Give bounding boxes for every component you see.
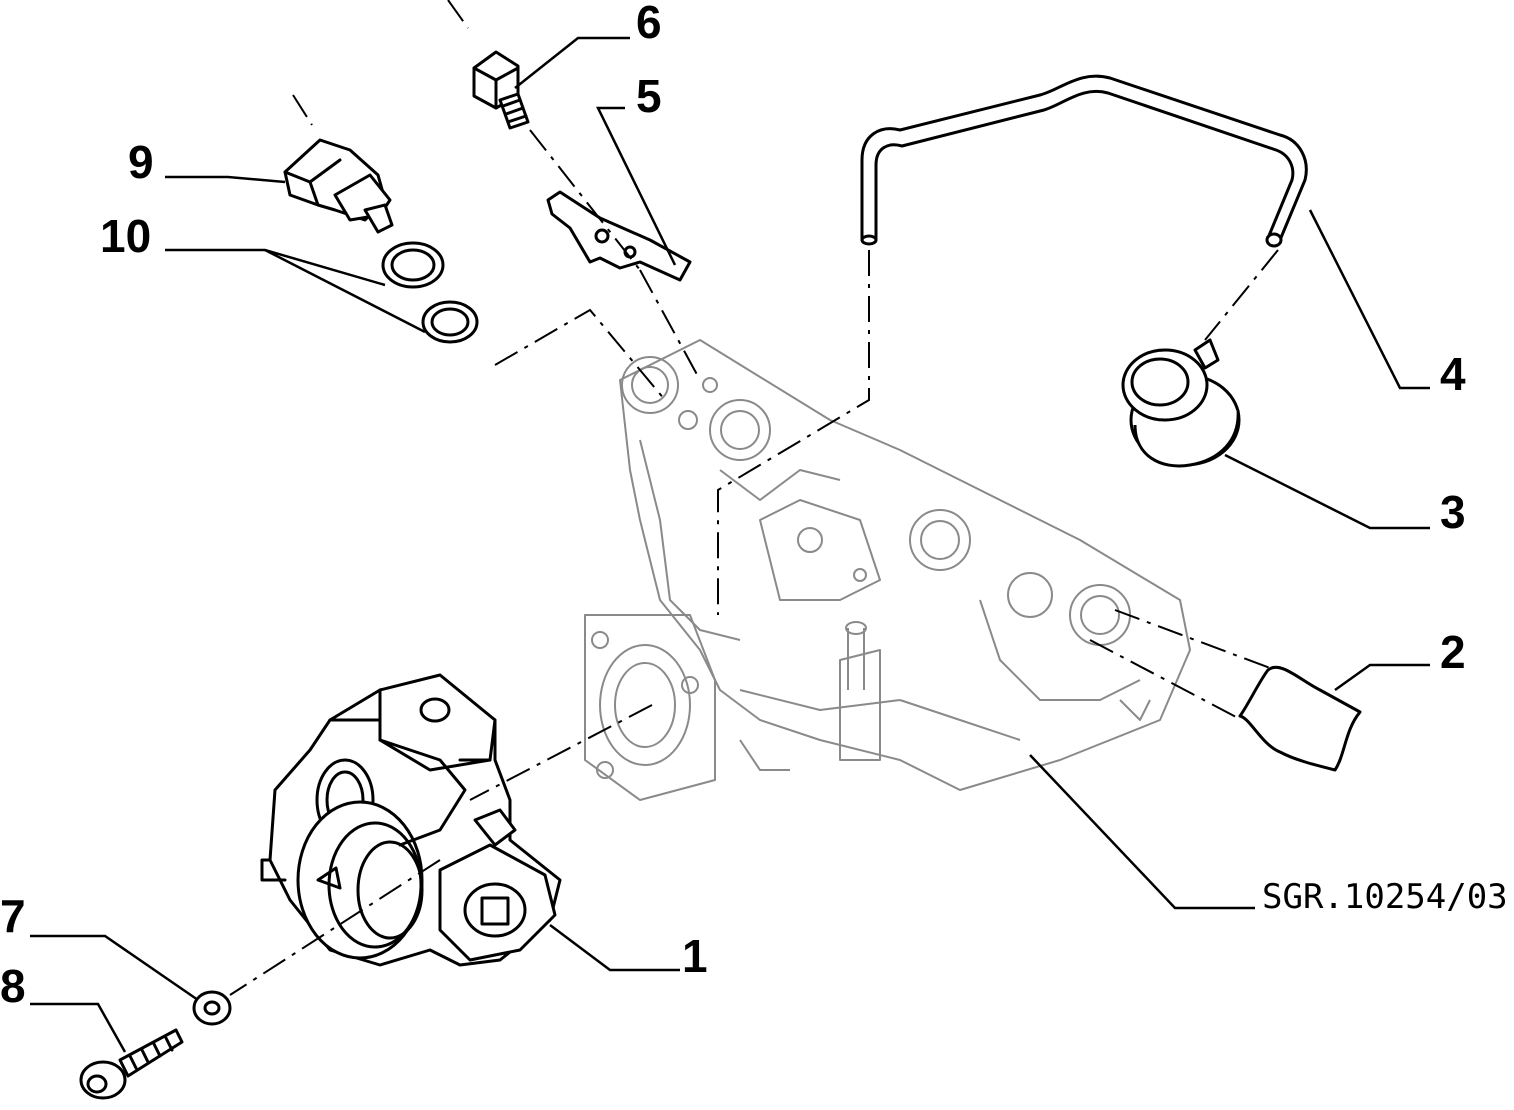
leader-9 — [165, 175, 286, 184]
callout-labels: 1 2 3 4 5 6 7 8 9 10 SGR.10254/03 — [0, 0, 1508, 1012]
washer — [192, 990, 232, 1026]
leader-2 — [1334, 663, 1430, 692]
pressure-valve — [1121, 338, 1241, 468]
callout-2: 2 — [1440, 626, 1466, 678]
leader-1 — [549, 924, 680, 972]
callout-10: 10 — [100, 210, 151, 262]
callout-5: 5 — [636, 70, 662, 122]
temperature-sensor — [283, 138, 394, 234]
callout-8: 8 — [0, 960, 26, 1012]
bracket — [546, 190, 692, 282]
throttle-body — [260, 673, 562, 967]
vacuum-hose — [860, 74, 1308, 248]
leader-8 — [30, 1002, 127, 1053]
callout-6: 6 — [636, 0, 662, 48]
assembly-lines — [229, 0, 1279, 996]
leader-lines — [30, 36, 1430, 1053]
callout-4: 4 — [1440, 348, 1466, 400]
socket-screw — [79, 1028, 184, 1100]
leader-ref — [1029, 754, 1255, 910]
intake-manifold — [584, 339, 1191, 801]
callout-3: 3 — [1440, 486, 1466, 538]
leader-6 — [514, 36, 630, 89]
o-rings — [381, 241, 479, 344]
gasket — [1238, 665, 1362, 772]
leader-3 — [1224, 453, 1430, 530]
leader-5 — [595, 106, 677, 266]
callout-1: 1 — [682, 930, 708, 982]
leader-10b — [264, 248, 426, 334]
hex-bolt — [472, 50, 530, 130]
leader-4 — [1308, 209, 1430, 390]
callout-7: 7 — [0, 890, 26, 942]
leader-7 — [30, 934, 199, 1002]
drawing-reference: SGR.10254/03 — [1262, 877, 1508, 917]
callout-9: 9 — [128, 136, 154, 188]
